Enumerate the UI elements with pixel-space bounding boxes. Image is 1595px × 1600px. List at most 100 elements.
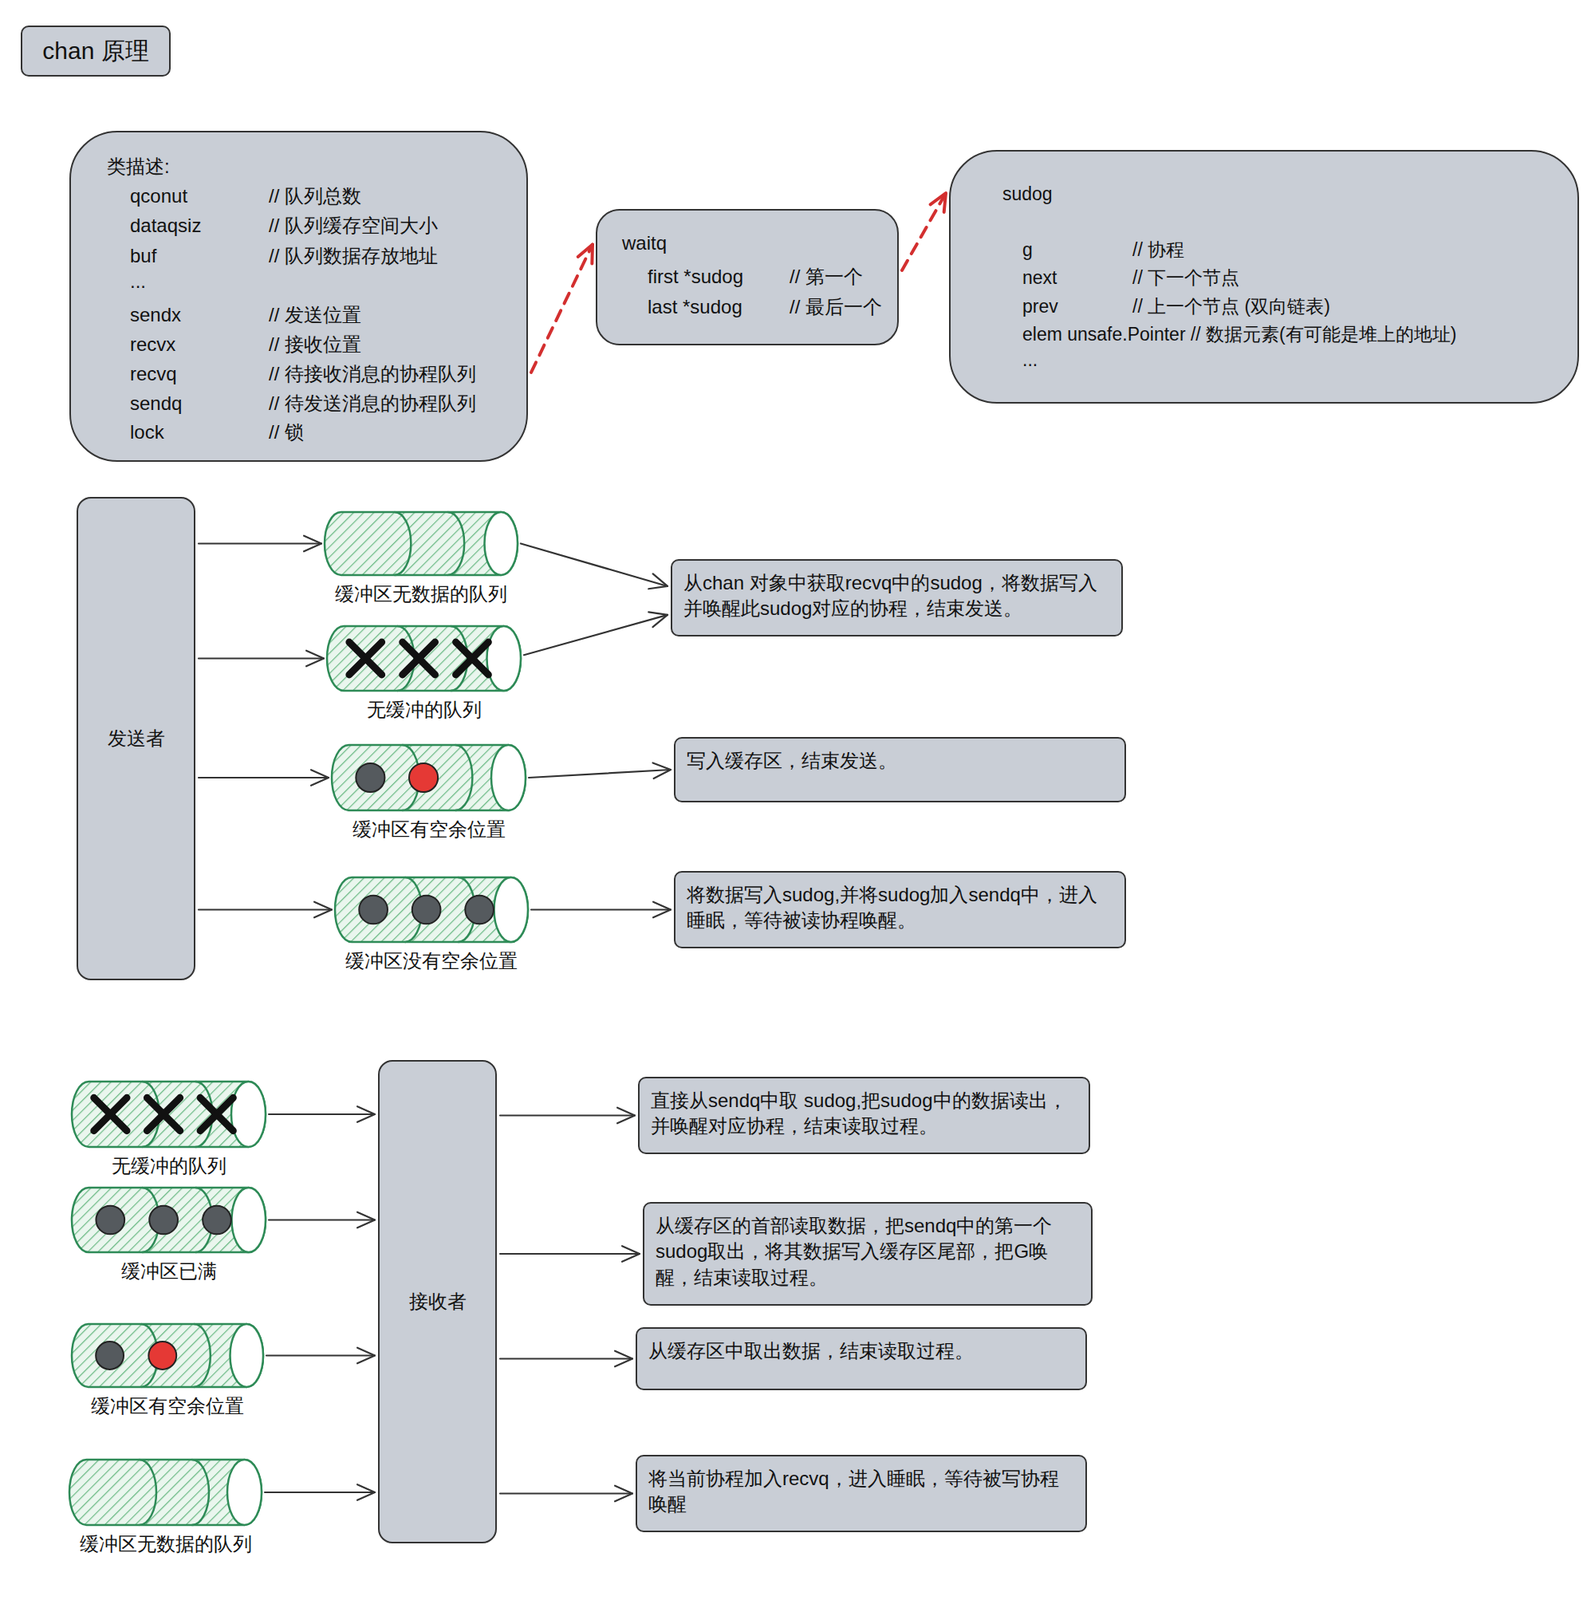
box-text: 将当前协程加入recvq，进入睡眠，等待被写协程唤醒 — [637, 1456, 1086, 1528]
result-box: 将当前协程加入recvq，进入睡眠，等待被写协程唤醒 — [635, 1454, 1087, 1532]
field-text: lock — [129, 420, 165, 445]
flow-arrow — [523, 611, 668, 655]
field-text: // 第一个 — [789, 264, 863, 289]
arrow-head — [648, 611, 668, 627]
queue-graphic — [326, 624, 521, 693]
connector-line — [500, 1492, 633, 1494]
field-text: sudog — [1002, 181, 1053, 206]
arrow-head — [653, 901, 671, 918]
cross-mark — [349, 641, 383, 675]
arrow-head — [357, 1106, 375, 1123]
arrow-head — [930, 192, 946, 213]
queue-graphic — [71, 1079, 266, 1149]
data-dot — [464, 895, 494, 925]
queue-divider — [455, 744, 473, 811]
data-dot — [412, 895, 442, 925]
connector-line — [198, 908, 332, 910]
box-text: 接收者 — [409, 1288, 467, 1315]
field-text: prev — [1022, 294, 1059, 319]
data-dot — [95, 1341, 124, 1370]
queue-graphic — [334, 875, 528, 944]
actor-box: 接收者 — [378, 1059, 497, 1544]
cross-mark — [456, 641, 489, 675]
arrow-head — [648, 573, 668, 589]
result-box: 直接从sendq中取 sudog,把sudog中的数据读出，并唤醒对应协程，结束… — [638, 1076, 1091, 1154]
cross-mark — [456, 641, 489, 675]
field-text: recvq — [129, 362, 178, 386]
field-text: // 接收位置 — [268, 332, 362, 357]
field-text: // 待发送消息的协程队列 — [268, 391, 477, 416]
queue-body — [69, 1459, 262, 1525]
arrow-head — [303, 535, 322, 552]
field-text: buf — [129, 244, 157, 268]
arrow-head — [306, 650, 324, 667]
connector-line — [500, 1114, 635, 1116]
queue-cylinder: 缓冲区有空余位置 — [71, 1322, 264, 1389]
queue-end — [231, 1081, 266, 1147]
pointer-arrow — [901, 192, 946, 271]
result-box: 从缓存区中取出数据，结束读取过程。 — [635, 1327, 1087, 1391]
field-text: g — [1022, 237, 1033, 262]
connector-line — [268, 1113, 375, 1115]
queue-body — [71, 1081, 266, 1147]
queue-cylinder: 缓冲区无数据的队列 — [69, 1457, 262, 1527]
arrow-head — [311, 769, 329, 786]
queue-body — [71, 1323, 264, 1387]
queue-body — [324, 511, 518, 575]
connector-line — [523, 614, 668, 655]
box-text: 直接从sendq中取 sudog,把sudog中的数据读出，并唤醒对应协程，结束… — [639, 1078, 1089, 1150]
queue-end — [487, 626, 522, 691]
field-text: // 发送位置 — [268, 303, 362, 327]
queue-divider — [447, 511, 465, 575]
queue-end — [484, 511, 519, 575]
arrow-head — [614, 1485, 633, 1502]
data-dot — [95, 1205, 125, 1235]
cross-mark — [402, 641, 436, 675]
flow-arrow — [198, 535, 322, 552]
queue-divider — [397, 626, 414, 691]
arrow-head — [314, 901, 332, 918]
box-text: 将数据写入sudog,并将sudog加入sendq中，进入睡眠，等待被读协程唤醒… — [675, 872, 1125, 944]
result-box: 将数据写入sudog,并将sudog加入sendq中，进入睡眠，等待被读协程唤醒… — [673, 870, 1127, 949]
queue-end — [232, 1187, 267, 1253]
queue-cylinder: 无缓冲的队列 — [326, 624, 521, 693]
field-text: sendq — [129, 391, 182, 416]
queue-divider — [193, 1323, 211, 1387]
connector-line — [500, 1252, 640, 1255]
connector-line — [528, 769, 671, 778]
connector-line — [264, 1491, 375, 1493]
queue-caption: 缓冲区有空余位置 — [90, 1393, 245, 1419]
data-dot — [148, 1341, 177, 1370]
field-text: qconut — [129, 184, 188, 209]
title-text: chan 原理 — [42, 35, 149, 68]
queue-caption: 无缓冲的队列 — [111, 1153, 227, 1179]
queue-cylinder: 缓冲区有空余位置 — [331, 743, 526, 812]
field-text: waitq — [622, 231, 667, 256]
queue-body — [326, 626, 521, 691]
cross-mark — [349, 641, 383, 675]
arrow-head — [614, 1350, 633, 1367]
connector-line — [198, 542, 322, 544]
flow-arrow — [528, 762, 671, 779]
flow-arrow — [268, 1106, 375, 1123]
arrow-head — [617, 1107, 635, 1124]
queue-caption: 缓冲区已满 — [121, 1258, 217, 1284]
field-text: // 锁 — [268, 420, 304, 445]
queue-divider — [394, 511, 412, 575]
flow-arrow — [198, 901, 332, 918]
queue-caption: 缓冲区有空余位置 — [352, 816, 506, 843]
connector-line — [266, 1354, 375, 1356]
connector-line — [531, 908, 671, 910]
cross-mark — [146, 1097, 180, 1131]
connector-line — [531, 244, 593, 372]
queue-cylinder: 缓冲区无数据的队列 — [324, 510, 518, 577]
field-text: // 待接收消息的协程队列 — [268, 362, 477, 386]
queue-body — [334, 877, 528, 942]
arrow-head — [653, 762, 671, 779]
field-text: ... — [1022, 347, 1038, 372]
data-dot — [149, 1205, 178, 1235]
flow-arrow — [531, 901, 671, 918]
result-box: 写入缓存区，结束发送。 — [673, 736, 1127, 803]
box-text: 从chan 对象中获取recvq中的sudog，将数据写入并唤醒此sudog对应… — [672, 560, 1122, 632]
queue-caption: 缓冲区没有空余位置 — [345, 948, 518, 974]
